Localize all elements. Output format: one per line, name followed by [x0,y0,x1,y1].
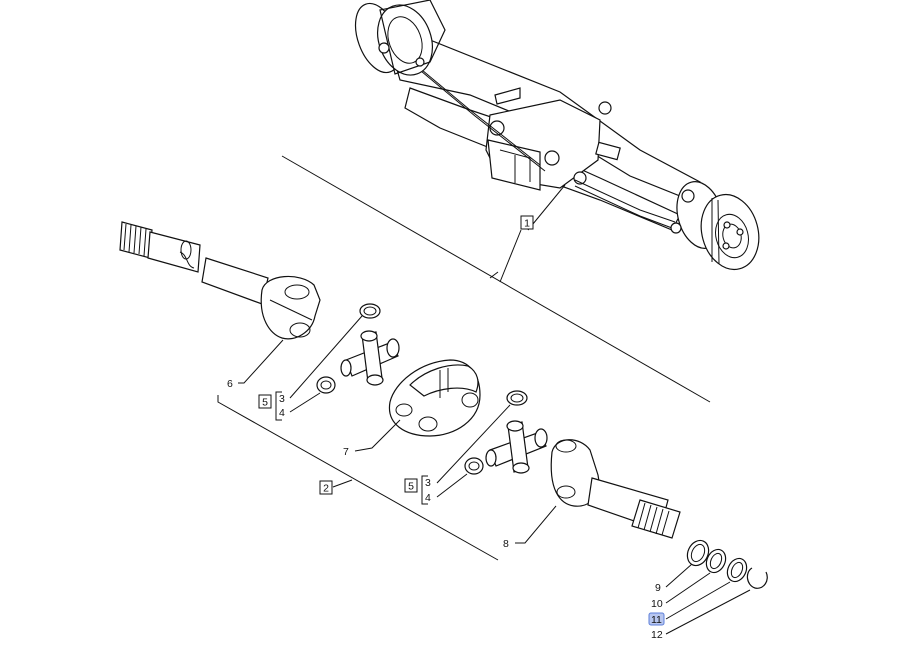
svg-text:5: 5 [408,481,414,493]
part-9-ring[interactable] [683,537,712,569]
svg-text:2: 2 [323,483,329,495]
axle-assembly-illustration[interactable] [347,0,767,276]
svg-text:1: 1 [524,218,530,230]
callout-4-lower[interactable]: 4 [425,492,431,504]
callout-1[interactable]: 1 [520,215,534,230]
callout-9[interactable]: 9 [655,582,661,594]
part-12-snap-ring[interactable] [746,567,768,589]
callout-2[interactable]: 2 [319,480,333,495]
callout-10[interactable]: 10 [651,598,663,610]
callout-7[interactable]: 7 [343,446,349,458]
lower-universal-joint-cross[interactable] [464,390,548,475]
part-6-shaft-yoke[interactable] [119,221,321,340]
svg-text:5: 5 [262,397,268,409]
part-7-center-coupler[interactable] [388,359,481,437]
leader-lines [217,155,751,635]
callout-5-upper[interactable]: 5 [258,394,272,409]
callout-8[interactable]: 8 [503,538,509,550]
part-11-ring[interactable] [724,555,750,584]
callout-11-selected[interactable]: 11 [648,612,665,626]
upper-universal-joint-cross[interactable] [316,303,400,394]
callout-12[interactable]: 12 [651,629,663,641]
callout-6[interactable]: 6 [227,378,233,390]
svg-text:11: 11 [651,614,662,626]
callout-3-upper[interactable]: 3 [279,393,285,405]
callout-3-lower[interactable]: 3 [425,477,431,489]
part-8-stub-shaft-yoke[interactable] [550,439,681,539]
callout-4-upper[interactable]: 4 [279,407,285,419]
callout-5-lower[interactable]: 5 [404,478,418,493]
part-10-ring[interactable] [703,546,729,575]
